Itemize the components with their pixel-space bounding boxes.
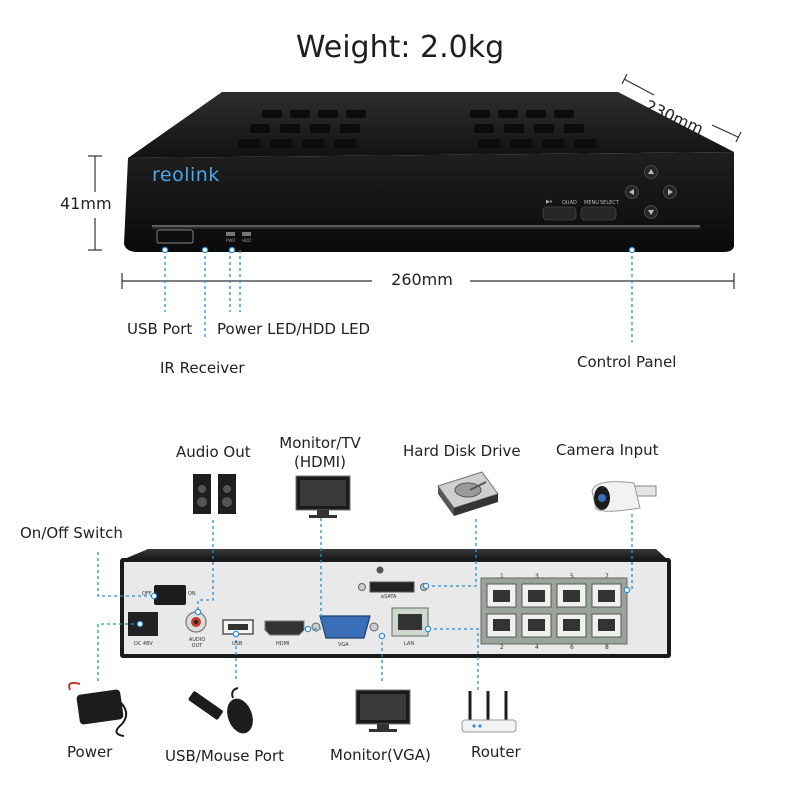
power-hdd-led-label: Power LED/HDD LED xyxy=(217,320,371,338)
switch-on-label: ON xyxy=(188,591,196,597)
hard-disk-label: Hard Disk Drive xyxy=(403,442,521,460)
right-arrow-icon xyxy=(668,189,673,195)
hdmi-port-label: HDMI xyxy=(276,641,290,647)
width-dimension: 260mm xyxy=(391,270,453,289)
play-pause-label: ▶⏸ xyxy=(546,199,553,205)
audio-out-label: Audio Out xyxy=(176,443,251,461)
nvr-rear-device xyxy=(120,549,671,658)
router-icon xyxy=(461,691,517,733)
camera-input-label: Camera Input xyxy=(556,441,659,459)
down-arrow-icon xyxy=(648,210,654,215)
front-usb-port xyxy=(156,229,194,244)
poe-port-number: 8 xyxy=(605,644,609,651)
weight-title: Weight: 2.0kg xyxy=(295,30,505,65)
monitor-vga-label: Monitor(VGA) xyxy=(330,746,431,764)
usb-port-label: USB Port xyxy=(127,320,193,338)
power-label: Power xyxy=(67,743,113,761)
usb-mouse-icon xyxy=(188,687,253,734)
monitor-hdmi-label-line1: Monitor/TV xyxy=(279,434,361,452)
left-arrow-icon xyxy=(629,189,634,195)
poe-port-number: 6 xyxy=(570,644,574,651)
camera-icon xyxy=(591,481,657,512)
esata-port xyxy=(369,581,415,593)
hdmi-port xyxy=(264,620,305,636)
hdd-led-label: HDD xyxy=(242,238,252,243)
menu-label: MENU xyxy=(584,200,599,206)
power-led xyxy=(226,232,235,236)
reolink-logo: reolink xyxy=(152,164,220,186)
monitor-hdmi-label-line2: (HDMI) xyxy=(294,453,346,471)
poe-port-number: 5 xyxy=(570,573,574,580)
vga-port xyxy=(319,615,371,639)
height-dimension: 41mm xyxy=(60,194,112,213)
router-label: Router xyxy=(471,743,521,761)
lan-port-label: LAN xyxy=(404,641,415,647)
usb-port-label-rear: USB xyxy=(232,641,243,647)
front-callout-dots xyxy=(161,246,636,254)
up-arrow-icon xyxy=(648,169,654,174)
rear-callout-dots xyxy=(136,582,631,640)
menu-select-button xyxy=(580,206,617,221)
top-vents-left xyxy=(238,110,366,148)
poe-port-number: 3 xyxy=(535,573,539,580)
dpad-arrows xyxy=(629,169,673,215)
usb-mouse-port-label: USB/Mouse Port xyxy=(165,747,285,765)
vga-port-label: VGA xyxy=(338,642,349,648)
poe-port-number: 2 xyxy=(500,644,504,651)
power-adapter-icon xyxy=(68,681,128,737)
monitor-hdmi-icon xyxy=(295,475,351,518)
monitor-vga-icon xyxy=(355,689,411,732)
poe-port-number: 4 xyxy=(535,644,539,651)
front-callout-lines xyxy=(164,250,633,342)
esata-port-label: eSATA xyxy=(381,594,397,600)
on-off-switch-label: On/Off Switch xyxy=(20,524,123,542)
audio-out-port-label: AUDIO OUT xyxy=(188,637,206,649)
switch-off-label: OFF xyxy=(142,591,152,597)
ir-receiver-label: IR Receiver xyxy=(160,359,245,377)
hard-disk-icon xyxy=(437,471,499,516)
speakers-icon xyxy=(193,474,236,514)
play-quad-button xyxy=(542,206,577,221)
control-panel-label: Control Panel xyxy=(577,353,677,371)
nvr-front-device xyxy=(124,92,734,252)
quad-label: QUAD xyxy=(562,200,577,206)
select-label: SELECT xyxy=(600,200,619,206)
power-switch xyxy=(154,585,186,605)
top-vents-right xyxy=(470,110,596,148)
dc-48v-label: DC 48V xyxy=(134,641,153,647)
dimension-lines xyxy=(88,73,742,289)
pwr-led-label: PWR xyxy=(226,238,236,243)
poe-port-number: 7 xyxy=(605,573,609,580)
hdd-led xyxy=(242,232,251,236)
poe-port-number: 1 xyxy=(500,573,504,580)
